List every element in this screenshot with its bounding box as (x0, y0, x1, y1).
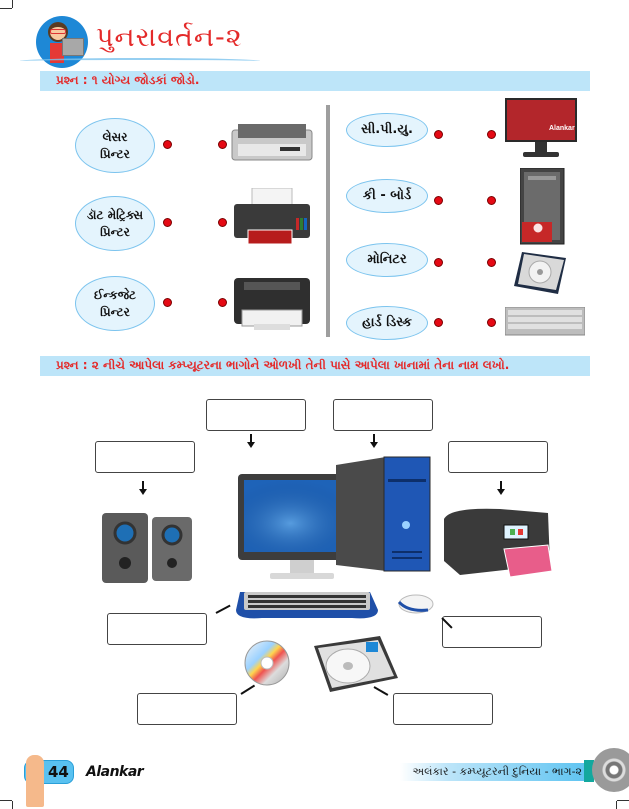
match-term-hard-disk: હાર્ડ ડિસ્ક (346, 306, 428, 340)
mouse-illustration (397, 594, 434, 614)
monitor-illustration (238, 474, 366, 579)
inkjet-printer-image (234, 188, 310, 245)
question-2-label: પ્રશ્ન : ૨ નીચે આપેલા કમ્પ્યૂટરના ભાગોને… (56, 358, 510, 372)
hard-disk-image (514, 252, 566, 294)
page-number: 44 (48, 763, 69, 781)
book-title: અલંકાર - કમ્પ્યૂટરની દુનિયા - ભાગ-૨ (412, 765, 583, 778)
arrow-icon (215, 604, 231, 614)
publisher-logo: Alankar (86, 764, 144, 780)
match-dot-left[interactable] (163, 298, 172, 307)
match-term-keyboard: કી - બોર્ડ (346, 179, 428, 213)
crop-mark (617, 800, 629, 801)
match-dot-right[interactable] (487, 130, 496, 139)
crop-mark (0, 8, 12, 9)
laser-printer-image (234, 278, 310, 330)
match-term-inkjet-printer: ઈન્કજેટ પ્રિન્ટર (75, 276, 155, 331)
cd-disc-icon (592, 748, 629, 792)
match-dot-right[interactable] (218, 140, 227, 149)
match-dot-left[interactable] (434, 130, 443, 139)
match-dot-left[interactable] (434, 258, 443, 267)
keyboard-image (505, 307, 585, 336)
match-term-laser-printer: લેસર પ્રિન્ટર (75, 118, 155, 173)
answer-box-keyboard[interactable] (107, 613, 207, 645)
answer-box-speakers[interactable] (95, 441, 195, 473)
match-dot-left[interactable] (163, 140, 172, 149)
speakers-image (102, 513, 192, 583)
question-1-label: પ્રશ્ન : ૧ યોગ્ય જોડકાં જોડો. (56, 73, 200, 87)
monitor-brand-text: Alankar (549, 125, 575, 132)
monitor-image: Alankar (505, 98, 577, 157)
answer-box-hard-disk[interactable] (393, 693, 493, 725)
match-term-cpu: સી.પી.યુ. (346, 113, 428, 147)
hard-disk-illustration (314, 636, 398, 692)
arrow-down-icon (497, 481, 505, 495)
header-swoosh (20, 58, 260, 64)
keyboard-illustration (236, 592, 378, 619)
arrow-down-icon (370, 434, 378, 448)
match-dot-right[interactable] (487, 258, 496, 267)
cd-illustration (244, 640, 290, 686)
arrow-down-icon (247, 434, 255, 448)
page-title: પુનરાવર્તન-૨ (96, 22, 243, 53)
question-1-band: પ્રશ્ન : ૧ યોગ્ય જોડકાં જોડો. (40, 71, 590, 91)
crop-mark (12, 0, 13, 8)
match-term-dot-matrix-printer: ડૉટ મેટ્રિક્સ પ્રિન્ટર (75, 196, 155, 251)
crop-mark (0, 800, 12, 801)
arrow-down-icon (139, 481, 147, 495)
match-dot-right[interactable] (218, 218, 227, 227)
answer-box-mouse[interactable] (442, 616, 542, 648)
column-divider (326, 105, 330, 337)
answer-box-printer[interactable] (448, 441, 548, 473)
match-term-monitor: મોનિટર (346, 243, 428, 277)
book-title-band: અલંકાર - કમ્પ્યૂટરની દુનિયા - ભાગ-૨ (400, 763, 590, 781)
answer-box-cd[interactable] (137, 693, 237, 725)
answer-box-monitor[interactable] (206, 399, 306, 431)
dot-matrix-printer-image (231, 124, 313, 161)
bookmark-ribbon-icon (584, 760, 594, 782)
match-dot-left[interactable] (434, 318, 443, 327)
crop-mark (616, 801, 617, 809)
printer-illustration (444, 508, 552, 578)
cpu-tower-image (520, 168, 565, 245)
question-2-band: પ્રશ્ન : ૨ નીચે આપેલા કમ્પ્યૂટરના ભાગોને… (40, 356, 590, 376)
crop-mark (12, 801, 13, 809)
answer-box-cpu[interactable] (333, 399, 433, 431)
match-dot-left[interactable] (434, 196, 443, 205)
match-dot-right[interactable] (487, 196, 496, 205)
hand-icon (26, 755, 44, 807)
match-dot-left[interactable] (163, 218, 172, 227)
match-dot-right[interactable] (218, 298, 227, 307)
cpu-tower-illustration (336, 456, 431, 572)
match-dot-right[interactable] (487, 318, 496, 327)
